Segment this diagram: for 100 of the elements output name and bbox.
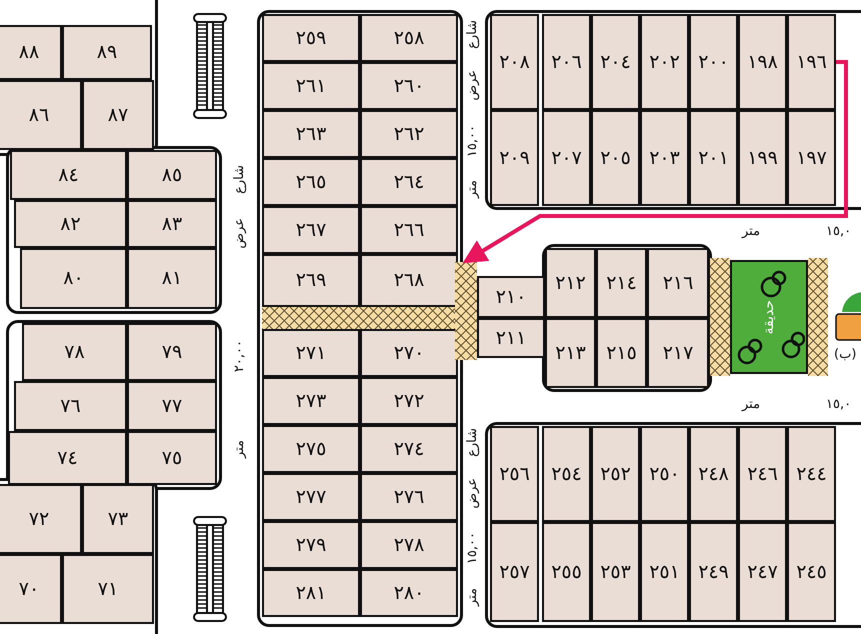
plot-number: ٢٠٧ (551, 148, 582, 168)
plot-number: ٢٦٥ (296, 172, 326, 192)
land-plot (490, 522, 539, 622)
land-plot (490, 14, 539, 110)
plot-number: ١٩٩ (747, 148, 778, 168)
plot-number: ٢٦٠ (394, 76, 424, 96)
land-plot (14, 381, 127, 431)
land-plot (10, 150, 127, 200)
street-label: متر (233, 440, 246, 458)
plot-number: ٢٧١ (296, 344, 326, 362)
land-plot (262, 377, 360, 425)
land-plot (738, 14, 787, 110)
plot-number: ٢٧٨ (394, 536, 424, 554)
land-plot (591, 14, 640, 110)
garden-label: حديقة (761, 300, 777, 334)
plot-number: ٨٨ (18, 43, 40, 62)
land-plot (262, 569, 360, 617)
land-plot (689, 522, 738, 622)
plot-number: ٢٥٨ (394, 28, 424, 48)
plot-number: ٢٥٧ (499, 562, 530, 582)
land-plot (262, 329, 360, 377)
plot-number: ٧٩ (162, 342, 182, 362)
plot-number: ٢٦٣ (296, 124, 326, 144)
land-plot (787, 110, 836, 206)
plot-number: ٧٢ (28, 510, 50, 528)
land-plot (127, 381, 217, 431)
land-plot (689, 14, 738, 110)
land-plot (738, 522, 787, 622)
street-label: شارع (466, 20, 479, 49)
land-plot (8, 431, 127, 485)
plot-number: ٧٣ (108, 510, 128, 528)
plot-number: ٢٤٤ (796, 464, 827, 484)
land-plot (262, 254, 360, 307)
plot-number: ٢٠٦ (551, 52, 582, 72)
plot-number: ٢٧٧ (296, 488, 326, 506)
hatched-walkway (808, 258, 828, 376)
plot-number: ٨٦ (28, 106, 50, 124)
plot-number: ٧١ (98, 580, 118, 598)
land-plot (0, 554, 62, 624)
plot-number: ٢٨٠ (394, 584, 424, 602)
land-plot (738, 110, 787, 206)
plot-number: ٨٧ (108, 106, 128, 124)
land-plot (689, 426, 738, 522)
plot-number: ٢٥٩ (296, 28, 326, 48)
street-label: ١٥,٠ (826, 398, 852, 411)
street-label: عرض (233, 218, 246, 249)
land-plot (360, 425, 458, 473)
land-plot (82, 484, 154, 554)
plot-number: ٨٠ (63, 269, 84, 288)
land-plot (262, 473, 360, 521)
land-plot (127, 431, 217, 485)
plot-number: ٢٧٩ (296, 536, 326, 554)
plot-number: ٧٨ (64, 342, 85, 362)
land-plot (542, 426, 591, 522)
plot-number: ٢٦٨ (394, 271, 424, 290)
street-label: متر (742, 225, 760, 238)
plot-number: ٢١٢ (555, 274, 586, 292)
land-plot (62, 25, 152, 80)
plot-number: ٢٦٩ (296, 271, 326, 290)
street-label: شارع (233, 165, 246, 194)
plot-number: ٢٠٩ (499, 148, 530, 168)
land-plot (787, 522, 836, 622)
land-plot (0, 80, 82, 150)
plot-number: ٧٥ (162, 448, 182, 468)
plot-number: ١٩٧ (796, 148, 827, 168)
street-label: متر (466, 588, 479, 606)
land-plot (262, 425, 360, 473)
plot-number: ٢٧٤ (394, 440, 424, 458)
land-plot (647, 318, 709, 388)
plot-number: ٢٥٤ (551, 464, 582, 484)
plot-number: ٢٤٧ (747, 562, 778, 582)
plot-number: ٢٧٠ (394, 344, 424, 362)
plot-number: ٢٧٦ (394, 488, 424, 506)
land-plot (542, 110, 591, 206)
plot-number: ٧٠ (18, 580, 40, 598)
plot-number: ٢١٦ (662, 274, 694, 292)
land-plot (545, 248, 596, 318)
plot-number: ٢٧٣ (296, 392, 326, 410)
land-plot (360, 158, 458, 206)
plot-number: ٧٤ (57, 448, 78, 468)
plot-number: ٢٤٦ (747, 464, 778, 484)
plot-number: ٢١٤ (606, 274, 637, 292)
plot-number: ٢٥٢ (600, 464, 631, 484)
land-plot (62, 554, 154, 624)
street-label: متر (466, 180, 479, 198)
plot-number: ٢٥٥ (551, 562, 582, 582)
plot-number: ٢١٠ (496, 288, 526, 306)
land-plot (545, 318, 596, 388)
land-plot (360, 14, 458, 62)
plot-number: ٢٠٣ (649, 148, 680, 168)
plot-number: ٨٥ (162, 166, 182, 184)
street-label: متر (742, 398, 760, 411)
hatched-walkway (262, 307, 455, 329)
plot-number: ٢٥١ (649, 562, 680, 582)
land-plot (689, 110, 738, 206)
plot-number: ٢٠١ (698, 148, 729, 168)
land-plot (647, 248, 709, 318)
plot-number: ٢٠٨ (499, 52, 530, 72)
land-plot (262, 158, 360, 206)
land-plot (360, 329, 458, 377)
